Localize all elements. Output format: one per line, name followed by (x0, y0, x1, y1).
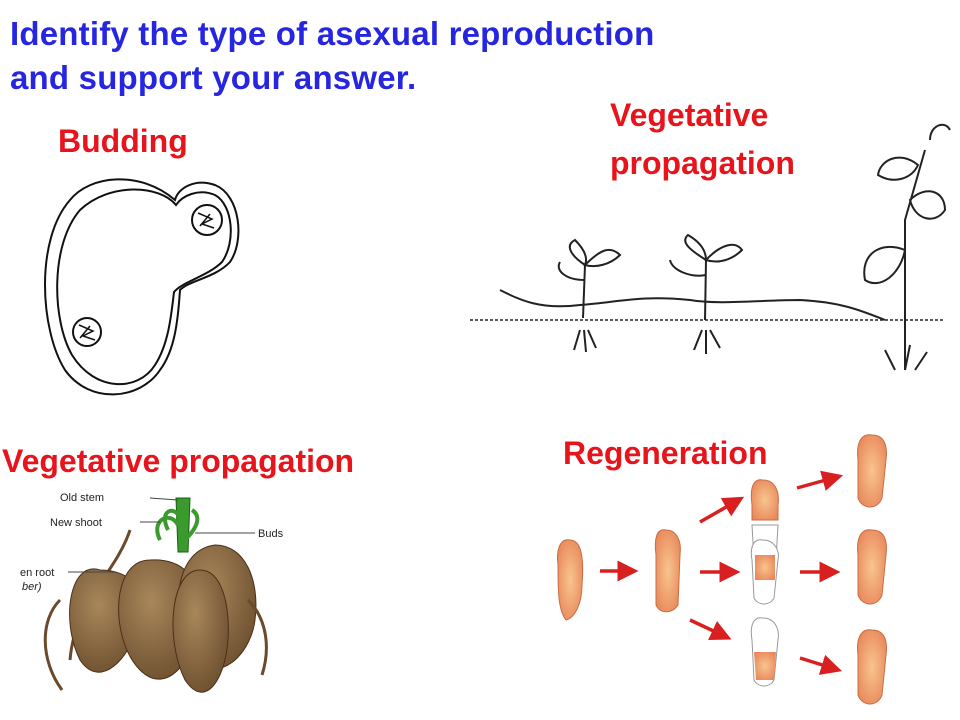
regeneration-label: Regeneration (563, 435, 768, 471)
vegetative-propagation-top-label: Vegetative propagation (610, 91, 795, 187)
yeast-budding-illustration (44, 178, 240, 396)
question-title-line2: and support your answer. (10, 59, 417, 96)
tuber-tuber-label: ber) (22, 581, 42, 593)
tuber-root-label: en root (20, 567, 54, 579)
vegetative-top-line1: Vegetative (610, 97, 769, 133)
runner-plant-illustration (470, 123, 951, 371)
regeneration-arrows (600, 470, 844, 675)
planaria-regeneration-illustration (557, 434, 887, 705)
tuber-old-stem-label: Old stem (60, 492, 104, 504)
budding-label: Budding (58, 123, 188, 159)
vegetative-propagation-bottom-label: Vegetative propagation (2, 443, 355, 479)
tuber-buds-label: Buds (258, 528, 284, 540)
question-title: Identify the type of asexual reproductio… (10, 12, 810, 100)
question-title-line1: Identify the type of asexual reproductio… (10, 15, 655, 52)
vegetative-top-line2: propagation (610, 145, 795, 181)
tuber-new-shoot-label: New shoot (50, 517, 102, 529)
tuber-illustration: Old stem New shoot Buds en root ber) (20, 492, 284, 693)
